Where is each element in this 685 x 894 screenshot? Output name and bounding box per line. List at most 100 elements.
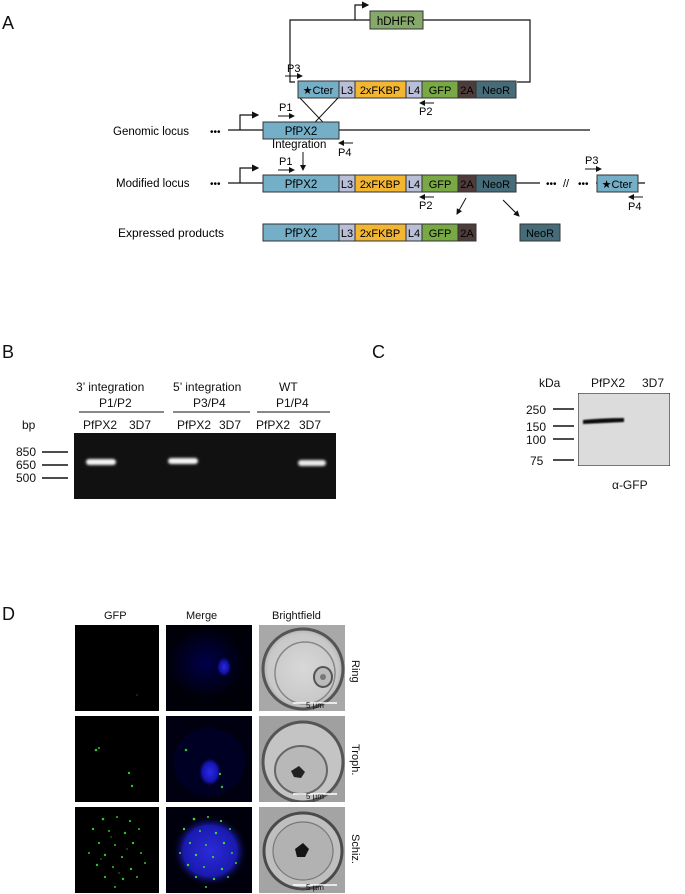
gfp-image-troph bbox=[75, 716, 159, 802]
modified-2a-label: 2A bbox=[460, 179, 474, 191]
modified-promoter-arrow bbox=[239, 164, 260, 183]
merge-image-schiz bbox=[166, 807, 252, 893]
hdhfr-box bbox=[369, 10, 424, 30]
expressed-2a-label: 2A bbox=[460, 228, 474, 240]
gel-band-lane1 bbox=[86, 459, 116, 465]
hdhfr-label: hDHFR bbox=[377, 16, 415, 28]
panel-label-d: D bbox=[2, 604, 15, 624]
wb-marker-150: 150 bbox=[526, 420, 547, 434]
brightfield-image-ring bbox=[259, 625, 345, 711]
wb-unit-label: kDa bbox=[539, 376, 561, 390]
gel-group-underlines bbox=[79, 411, 330, 413]
gel-group-5prime-primers: P3/P4 bbox=[193, 396, 226, 410]
modified-fkbp-label: 2xFKBP bbox=[360, 179, 400, 191]
integration-label: Integration bbox=[272, 139, 326, 151]
modified-l4-label: L4 bbox=[408, 179, 420, 191]
genomic-locus-dots: ••• bbox=[210, 127, 221, 138]
gel-lane-label-1: PfPX2 bbox=[83, 418, 118, 432]
micro-row-schiz: Schiz. bbox=[349, 834, 361, 864]
modified-pfpx2-label: PfPX2 bbox=[285, 179, 318, 191]
wb-band-pfpx2 bbox=[583, 418, 624, 424]
micro-col-merge: Merge bbox=[186, 610, 218, 622]
micro-col-gfp: GFP bbox=[104, 610, 127, 622]
wb-lane-label-2: 3D7 bbox=[642, 376, 665, 390]
plasmid-l3-label: L3 bbox=[341, 85, 353, 97]
modified-l3-label: L3 bbox=[341, 179, 353, 191]
genomic-pfpx2-box bbox=[262, 121, 340, 140]
modified-locus-break: // bbox=[563, 178, 570, 190]
expressed-gfp-label: GFP bbox=[429, 228, 452, 240]
expressed-fkbp-label: 2xFKBP bbox=[360, 228, 400, 240]
gel-marker-500: 500 bbox=[16, 471, 37, 485]
gel-group-5prime-title: 5’ integration bbox=[173, 380, 242, 394]
merge-image-troph bbox=[166, 716, 252, 802]
plasmid-neor-label: NeoR bbox=[482, 85, 510, 97]
gfp-image-ring bbox=[75, 625, 159, 711]
gel-marker-ticks bbox=[42, 451, 68, 479]
modified-locus-dots-left: ••• bbox=[210, 179, 221, 190]
expressed-l3-label: L3 bbox=[341, 228, 353, 240]
plasmid-fkbp-label: 2xFKBP bbox=[360, 85, 400, 97]
plasmid-cassette bbox=[297, 80, 517, 99]
genomic-pfpx2-label: PfPX2 bbox=[285, 126, 318, 138]
wb-antibody-label: α-GFP bbox=[612, 478, 648, 492]
panel-label-a: A bbox=[2, 13, 15, 33]
gel-lane-label-6: 3D7 bbox=[299, 418, 322, 432]
expressed-fusion bbox=[262, 223, 477, 242]
gfp-image-schiz bbox=[75, 807, 159, 893]
integration-schematic: hDHFR ★Cter L3 2xFKBP L4 GFP 2A NeoR P3 … bbox=[113, 1, 645, 242]
modified-cassette bbox=[262, 174, 639, 193]
brightfield-image-schiz bbox=[259, 807, 345, 893]
panel-label-c: C bbox=[372, 342, 385, 362]
plasmid-gfp-label: GFP bbox=[429, 85, 452, 97]
plasmid-p2-label: P2 bbox=[419, 106, 432, 118]
gel-band-lane3 bbox=[168, 458, 198, 464]
western-blot-image bbox=[578, 393, 670, 466]
gel-lane-label-4: 3D7 bbox=[219, 418, 242, 432]
modified-locus-dots-right: ••• bbox=[546, 179, 557, 190]
micro-row-troph: Troph. bbox=[349, 744, 361, 776]
genomic-p4-label: P4 bbox=[338, 147, 351, 159]
genomic-locus-label: Genomic locus bbox=[113, 126, 189, 138]
gel-lane-label-5: PfPX2 bbox=[256, 418, 291, 432]
expressed-pfpx2-label: PfPX2 bbox=[285, 228, 318, 240]
plasmid-l4-label: L4 bbox=[408, 85, 420, 97]
agarose-gel-image bbox=[74, 433, 336, 499]
genomic-p1-label: P1 bbox=[279, 102, 292, 114]
gel-band-lane6 bbox=[298, 460, 326, 466]
scalebar-label-schiz: 5 µm bbox=[306, 883, 324, 892]
gel-marker-850: 850 bbox=[16, 445, 37, 459]
wb-marker-ticks bbox=[553, 408, 574, 461]
gel-group-wt-primers: P1/P4 bbox=[276, 396, 309, 410]
panel-label-b: B bbox=[2, 342, 15, 362]
micro-col-brightfield: Brightfield bbox=[272, 610, 321, 622]
gel-group-3prime-primers: P1/P2 bbox=[99, 396, 132, 410]
scalebar-label-troph: 5 µm bbox=[306, 792, 324, 801]
expressed-products-label: Expressed products bbox=[118, 226, 224, 240]
modified-p2-label: P2 bbox=[419, 200, 432, 212]
gel-unit-label: bp bbox=[22, 418, 36, 432]
plasmid-p3-label: P3 bbox=[287, 63, 300, 75]
merge-image-ring bbox=[166, 625, 252, 711]
cleavage-arrow-left bbox=[456, 197, 467, 215]
gel-lane-label-3: PfPX2 bbox=[177, 418, 212, 432]
modified-p4-label: P4 bbox=[628, 201, 641, 213]
expressed-neor-box bbox=[519, 223, 561, 242]
modified-neor-label: NeoR bbox=[482, 179, 510, 191]
gel-group-3prime-title: 3’ integration bbox=[76, 380, 145, 394]
scalebar-label-ring: 5 µm bbox=[306, 701, 324, 710]
brightfield-image-troph bbox=[259, 716, 345, 802]
gel-marker-650: 650 bbox=[16, 458, 37, 472]
gel-group-wt-title: WT bbox=[279, 380, 298, 394]
modified-locus-label: Modified locus bbox=[116, 178, 190, 190]
genomic-promoter-arrow bbox=[239, 111, 260, 130]
micro-row-ring: Ring bbox=[349, 660, 361, 683]
expressed-l4-label: L4 bbox=[408, 228, 420, 240]
gel-lane-label-2: 3D7 bbox=[129, 418, 152, 432]
cleavage-arrow-right bbox=[502, 199, 520, 217]
modified-cter-label: ★Cter bbox=[602, 179, 633, 191]
modified-p3-label: P3 bbox=[585, 155, 598, 167]
wb-marker-250: 250 bbox=[526, 403, 547, 417]
wb-marker-100: 100 bbox=[526, 433, 547, 447]
plasmid-cter-label: ★Cter bbox=[303, 85, 334, 97]
